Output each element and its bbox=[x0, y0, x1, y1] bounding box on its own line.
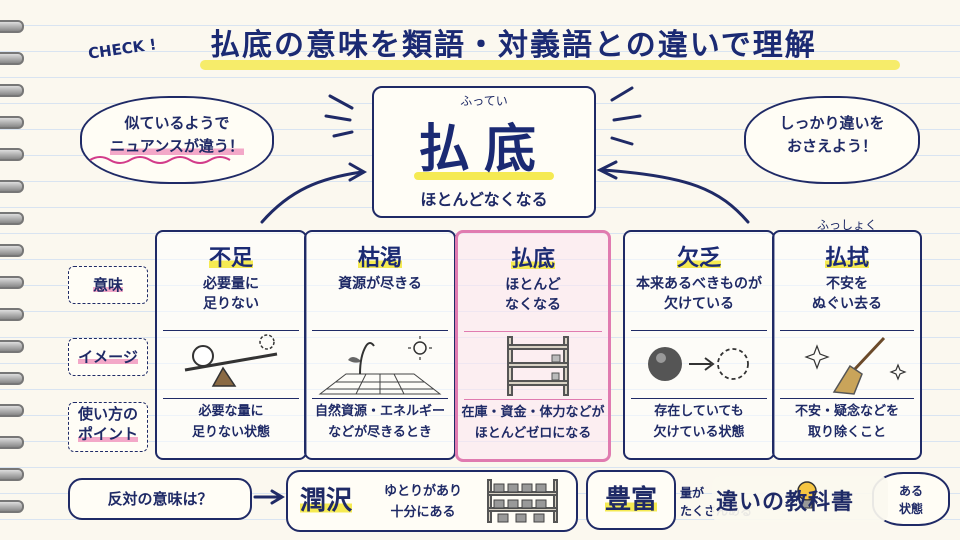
bubble-text: ある bbox=[898, 484, 923, 498]
binder-ring bbox=[0, 20, 24, 33]
binder-ring bbox=[0, 180, 24, 193]
missing-ball-icon bbox=[635, 334, 763, 396]
column-reading: ふっしょく bbox=[816, 218, 877, 232]
antonym-word: 潤沢 bbox=[300, 486, 353, 516]
antonym-card-juntaku: 潤沢 ゆとりがあり 十分にある bbox=[286, 470, 578, 532]
bubble-text: 状態 bbox=[898, 502, 923, 516]
binder-ring bbox=[0, 276, 24, 289]
speech-bubble-right: しっかり違いを おさえよう！ bbox=[744, 96, 920, 184]
column-meaning: 本来あるべきものが bbox=[636, 276, 762, 292]
bubble-text: ニュアンスが違う！ bbox=[110, 134, 244, 157]
antonym-desc: 量が bbox=[680, 486, 705, 500]
main-word-highlight bbox=[414, 172, 554, 180]
binder-ring bbox=[0, 340, 24, 353]
bubble-text: おさえよう！ bbox=[786, 136, 877, 155]
column-meaning: 資源が尽きる bbox=[338, 276, 422, 292]
withered-plant-icon bbox=[316, 334, 444, 396]
speech-bubble-left: 似ているようで ニュアンスが違う！ bbox=[80, 96, 274, 184]
main-word-card: ふってい 払底 ほとんどなくなる bbox=[372, 86, 596, 218]
binder-ring bbox=[0, 52, 24, 65]
bubble-text: 似ているようで bbox=[124, 114, 230, 132]
antonym-word: 豊富 bbox=[604, 485, 657, 515]
binder-ring bbox=[0, 308, 24, 321]
binder-ring bbox=[0, 84, 24, 97]
main-word-reading: ふってい bbox=[460, 94, 508, 108]
binder-ring bbox=[0, 212, 24, 225]
column-usage: 自然資源・エネルギー bbox=[314, 404, 445, 419]
column-meaning: なくなる bbox=[505, 297, 561, 314]
column-katsu: 枯渇 資源が尽きる 自然資源・エネルギーなどが尽きるとき bbox=[304, 230, 456, 460]
column-meaning: 足りない bbox=[203, 296, 259, 313]
antonym-card-houfu: 豊富 bbox=[586, 470, 676, 530]
broom-icon bbox=[784, 334, 910, 396]
column-word: 枯渇 bbox=[357, 246, 402, 271]
binder-ring bbox=[0, 468, 24, 481]
binder-ring bbox=[0, 436, 24, 449]
site-logo: 違いの教科書 bbox=[712, 476, 888, 522]
binder-ring bbox=[0, 404, 24, 417]
binder-ring bbox=[0, 116, 24, 129]
column-ketsubo: 欠乏 本来あるべきものが欠けている 存在していても欠けている状態 bbox=[623, 230, 775, 460]
seesaw-icon bbox=[167, 334, 295, 396]
binder-ring bbox=[0, 148, 24, 161]
binder-ring bbox=[0, 500, 24, 513]
column-usage: 不安・疑念などを bbox=[794, 404, 899, 419]
row-label-meaning: 意味 bbox=[68, 266, 148, 304]
column-usage: 足りない状態 bbox=[191, 424, 270, 440]
column-word: 欠乏 bbox=[676, 246, 721, 271]
column-word: 不足 bbox=[208, 246, 253, 271]
column-fusoku: 不足 必要量に足りない 必要な量に足りない状態 bbox=[155, 230, 307, 460]
column-usage: ほとんどゼロになる bbox=[474, 425, 592, 441]
column-usage: 存在していても bbox=[654, 404, 744, 419]
column-meaning: 欠けている bbox=[664, 296, 734, 313]
full-shelf-icon bbox=[484, 478, 564, 528]
row-label-text: ポイント bbox=[77, 424, 138, 444]
antonym-desc: ゆとりがあり bbox=[384, 484, 463, 499]
lightbulb-icon bbox=[796, 480, 818, 516]
column-usage: などが尽きるとき bbox=[328, 424, 432, 440]
column-usage: 取り除くこと bbox=[807, 424, 886, 440]
antonym-desc: 十分にある bbox=[390, 504, 456, 520]
column-usage: 欠けている状態 bbox=[653, 424, 745, 440]
column-meaning: 不安を bbox=[826, 276, 868, 292]
title-underline bbox=[200, 60, 900, 70]
binder-ring bbox=[0, 244, 24, 257]
column-usage: 必要な量に bbox=[198, 404, 264, 419]
empty-shelf-icon bbox=[468, 335, 598, 397]
row-label-image: イメージ bbox=[68, 338, 148, 376]
bubble-text: しっかり違いを bbox=[779, 114, 885, 132]
row-label-usage: 使い方の ポイント bbox=[68, 402, 148, 452]
page-title: 払底の意味を類語・対義語との違いで理解 bbox=[210, 28, 817, 63]
column-usage: 在庫・資金・体力などが bbox=[461, 405, 605, 420]
row-label-text: 使い方の bbox=[77, 405, 138, 423]
column-meaning: 必要量に bbox=[203, 276, 259, 292]
logo-text: 違いの教科書 bbox=[716, 490, 855, 515]
main-word: 払底 bbox=[417, 120, 550, 180]
column-word: 払底 bbox=[510, 247, 555, 272]
column-fusshoku: ふっしょく 払拭 不安をぬぐい去る 不安・疑念などを取り除くこと bbox=[772, 218, 922, 460]
column-meaning: ほとんど bbox=[505, 277, 561, 293]
column-word: 払拭 bbox=[824, 246, 869, 271]
column-meaning: ぬぐい去る bbox=[812, 296, 882, 313]
column-futei: 払底 ほとんどなくなる 在庫・資金・体力などがほとんどゼロになる bbox=[455, 230, 611, 462]
antonym-question: 反対の意味は？ bbox=[68, 478, 252, 520]
binder-ring bbox=[0, 372, 24, 385]
main-word-meaning: ほとんどなくなる bbox=[420, 190, 548, 209]
